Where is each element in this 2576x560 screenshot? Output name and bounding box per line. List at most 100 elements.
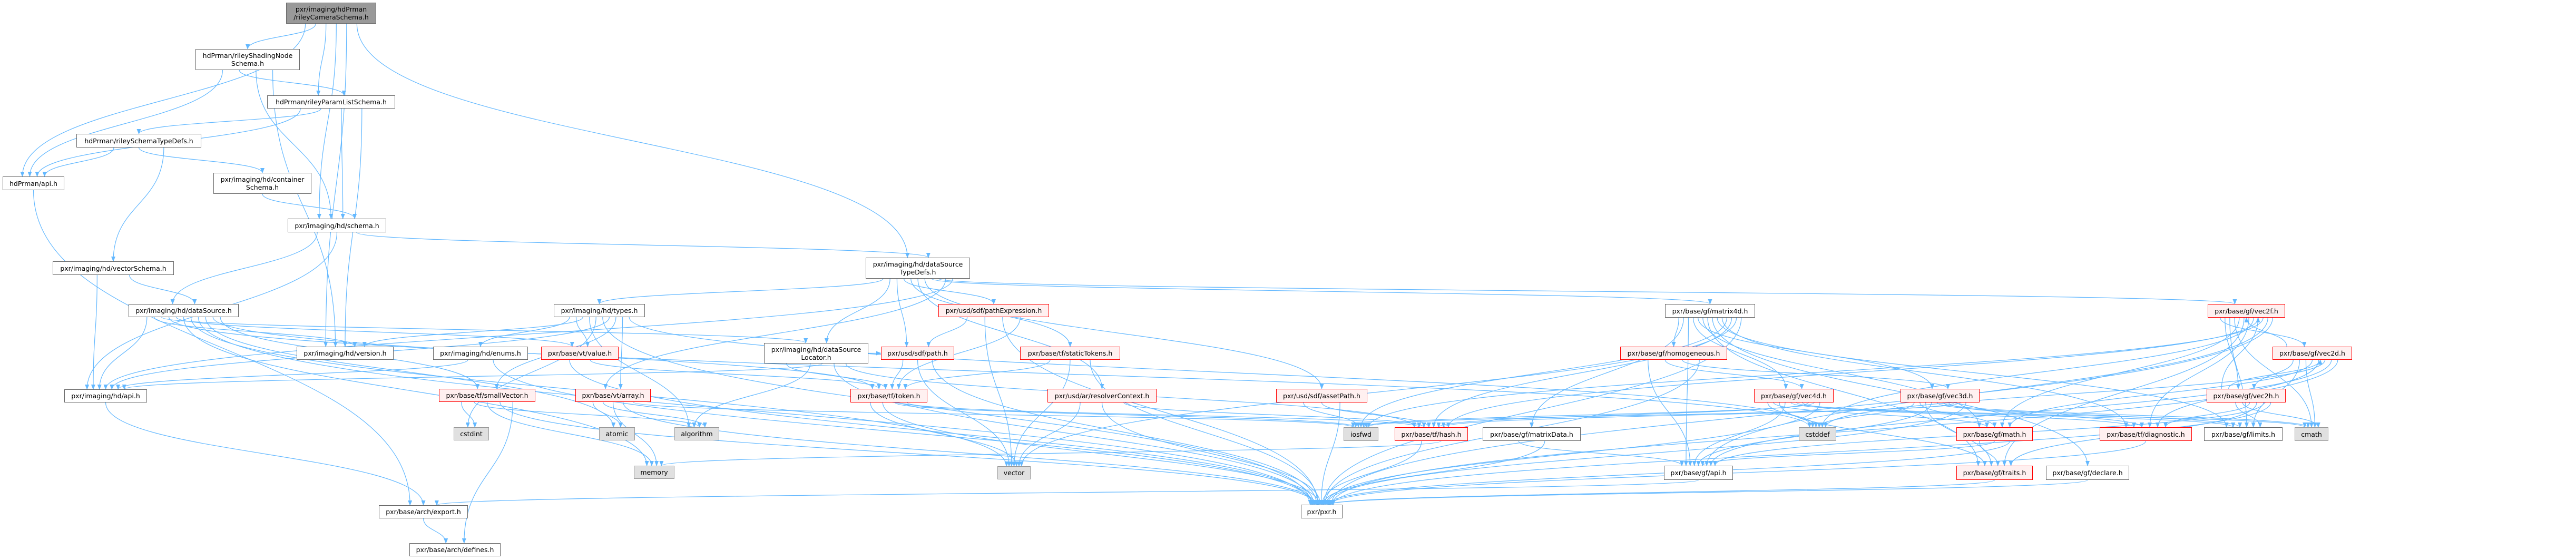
node-pxr-base-gf-vec2f-h[interactable]: pxr/base/gf/vec2f.h — [2208, 304, 2285, 318]
node-pxr-imaging-hd-types-h[interactable]: pxr/imaging/hd/types.h — [554, 304, 645, 317]
edge-pathExpr-to-vector — [984, 317, 1014, 467]
node-hdprman-api-h[interactable]: hdPrman/api.h — [3, 176, 64, 190]
edge-matrix4d-to-hash — [1432, 317, 1732, 428]
node-pxr-imaging-hdprman-rileycameraschema-h: pxr/imaging/hdPrman /rileyCameraSchema.h — [286, 3, 376, 24]
node-pxr-base-gf-limits-h[interactable]: pxr/base/gf/limits.h — [2204, 427, 2283, 441]
node-pxr-usd-sdf-path-h[interactable]: pxr/usd/sdf/path.h — [881, 347, 954, 360]
node-hdprman-rileyschematypedefs-h[interactable]: hdPrman/rileySchemaTypeDefs.h — [76, 134, 201, 148]
node-memory[interactable]: memory — [634, 466, 674, 479]
node-pxr-base-gf-math-h[interactable]: pxr/base/gf/math.h — [1956, 427, 2033, 441]
edge-smallVector-to-memory — [486, 401, 654, 466]
edge-types-to-version — [362, 317, 583, 347]
node-pxr-imaging-hd-api-h[interactable]: pxr/imaging/hd/api.h — [64, 389, 147, 402]
node-pxr-base-gf-homogeneous-h[interactable]: pxr/base/gf/homogeneous.h — [1620, 347, 1727, 360]
node-pxr-imaging-hd-datasource-h[interactable]: pxr/imaging/hd/dataSource.h — [129, 304, 239, 317]
node-pxr-base-arch-defines-h[interactable]: pxr/base/arch/defines.h — [409, 543, 501, 556]
edge-locator-to-pxr — [834, 363, 1316, 505]
edge-vec2h-to-diagnostic — [2163, 402, 2250, 428]
edge-shading-to-prmanApi — [27, 70, 223, 177]
edge-types-to-algorithm — [589, 317, 691, 428]
node-pxr-base-tf-token-h[interactable]: pxr/base/tf/token.h — [850, 389, 927, 402]
edge-smallVector-to-algorithm — [474, 401, 702, 428]
node-pxr-base-tf-statictokens-h[interactable]: pxr/base/tf/staticTokens.h — [1020, 347, 1120, 360]
edge-schema-to-dataSource — [170, 232, 318, 304]
edge-math-to-traits — [1978, 440, 2000, 466]
edge-dsTypeDefs-to-hdApi — [103, 278, 953, 390]
node-pxr-base-gf-declare-h[interactable]: pxr/base/gf/declare.h — [2046, 466, 2129, 480]
node-pxr-base-arch-export-h[interactable]: pxr/base/arch/export.h — [379, 505, 468, 518]
edge-vec2h-to-limits — [2235, 402, 2262, 428]
node-pxr-base-gf-vec2h-h[interactable]: pxr/base/gf/vec2h.h — [2207, 389, 2286, 402]
edge-matrixData-to-gfApi — [1518, 440, 1684, 466]
edge-dsTypeDefs-to-array — [603, 278, 946, 389]
edge-resolverContext-to-hash — [1123, 402, 1426, 428]
edge-math-to-gfApi — [1700, 440, 1995, 466]
node-pxr-base-gf-matrixdata-h[interactable]: pxr/base/gf/matrixData.h — [1483, 427, 1581, 441]
edge-export-to-defines — [423, 518, 448, 544]
node-cstdint[interactable]: cstdint — [454, 427, 489, 440]
edge-dsTypeDefs-to-vec2f — [938, 278, 2237, 304]
edge-prmanApi-to-export — [33, 190, 413, 506]
node-atomic[interactable]: atomic — [599, 427, 635, 440]
edge-typeDefs-to-vectorSchema — [111, 147, 164, 262]
node-hdprman-rileyparamlistschema-h[interactable]: hdPrman/rileyParamListSchema.h — [267, 95, 395, 109]
node-pxr-imaging-hd-datasourcetypedefs-h[interactable]: pxr/imaging/hd/dataSource TypeDefs.h — [866, 258, 970, 279]
node-pxr-base-tf-hash-h[interactable]: pxr/base/tf/hash.h — [1395, 427, 1468, 441]
edge-vec4d-to-diagnostic — [1802, 402, 2136, 428]
edge-diagnostic-to-pxr — [1328, 440, 2147, 505]
edge-vec2d-to-gfApi — [1709, 359, 2332, 466]
node-cstddef[interactable]: cstddef — [1799, 427, 1836, 441]
edge-matrix4d-to-homogeneous — [1671, 317, 1679, 347]
edge-gfApi-to-export — [435, 479, 1699, 506]
edge-dsTypeDefs-to-matrix4d — [931, 278, 1712, 304]
node-pxr-base-gf-vec2d-h[interactable]: pxr/base/gf/vec2d.h — [2273, 347, 2352, 360]
edge-sdfPath-to-pxr — [932, 359, 1319, 505]
edge-matrix4d-to-limits — [1717, 317, 2229, 428]
edge-vec3d-to-pxr — [1325, 402, 1966, 505]
edge-schema-to-dsTypeDefs — [356, 232, 931, 258]
node-algorithm[interactable]: algorithm — [674, 427, 719, 440]
node-pxr-base-tf-diagnostic-h[interactable]: pxr/base/tf/diagnostic.h — [2100, 427, 2192, 441]
node-pxr-imaging-hd-vectorschema-h[interactable]: pxr/imaging/hd/vectorSchema.h — [53, 261, 174, 275]
node-pxr-imaging-hd-schema-h[interactable]: pxr/imaging/hd/schema.h — [288, 219, 386, 232]
node-pxr-base-gf-api-h[interactable]: pxr/base/gf/api.h — [1664, 466, 1733, 480]
node-pxr-base-gf-vec3d-h[interactable]: pxr/base/gf/vec3d.h — [1901, 389, 1980, 402]
node-pxr-pxr-h[interactable]: pxr/pxr.h — [1301, 505, 1343, 518]
node-vector[interactable]: vector — [997, 466, 1031, 479]
node-pxr-base-gf-matrix4d-h[interactable]: pxr/base/gf/matrix4d.h — [1665, 304, 1755, 318]
node-pxr-base-vt-array-h[interactable]: pxr/base/vt/array.h — [575, 389, 651, 402]
node-pxr-base-gf-traits-h[interactable]: pxr/base/gf/traits.h — [1956, 466, 2033, 480]
edge-shading-to-schema — [256, 70, 334, 219]
edge-vec3d-to-cmath — [1942, 402, 2310, 428]
edge-vec2f-to-iosfwd — [1366, 317, 2264, 428]
node-pxr-base-vt-value-h[interactable]: pxr/base/vt/value.h — [541, 347, 619, 360]
edge-token-to-vector — [870, 402, 1019, 467]
node-pxr-imaging-hd-containerschema-h[interactable]: pxr/imaging/hd/container Schema.h — [213, 173, 311, 194]
node-pxr-imaging-hd-version-h[interactable]: pxr/imaging/hd/version.h — [297, 347, 394, 360]
node-pxr-imaging-hd-enums-h[interactable]: pxr/imaging/hd/enums.h — [433, 347, 528, 360]
node-hdprman-rileyshadingnodeschema-h[interactable]: hdPrman/rileyShadingNode Schema.h — [195, 49, 300, 70]
edge-root-to-shading — [246, 23, 316, 50]
node-iosfwd[interactable]: iosfwd — [1344, 427, 1378, 441]
edge-declare-to-pxr — [1327, 479, 2088, 505]
edge-pathExpr-to-pxr — [1002, 317, 1320, 505]
node-pxr-usd-sdf-pathexpression-h[interactable]: pxr/usd/sdf/pathExpression.h — [938, 304, 1049, 317]
edge-smallVector-to-cstdint — [461, 401, 477, 428]
edge-traits-to-pxr — [1327, 479, 1995, 505]
node-pxr-base-tf-smallvector-h[interactable]: pxr/base/tf/smallVector.h — [439, 389, 535, 402]
edge-locator-to-algorithm — [692, 363, 811, 428]
node-cmath[interactable]: cmath — [2295, 427, 2328, 441]
node-pxr-base-gf-vec4d-h[interactable]: pxr/base/gf/vec4d.h — [1754, 389, 1834, 402]
edge-vec2f-to-pxr — [1329, 317, 2273, 505]
node-pxr-imaging-hd-datasourcelocator-h[interactable]: pxr/imaging/hd/dataSource Locator.h — [764, 343, 868, 363]
edge-homogeneous-to-vec3d — [1682, 359, 1950, 389]
edge-matrix4d-to-iosfwd — [1359, 317, 1728, 428]
edge-dsTypeDefs-to-pathExpr — [904, 278, 996, 304]
edge-root-to-dsTypeDefs — [356, 23, 910, 258]
node-pxr-usd-ar-resolvercontext-h[interactable]: pxr/usd/ar/resolverContext.h — [1047, 389, 1157, 402]
edge-hash-to-memory — [659, 440, 1442, 466]
edge-types-to-enums — [478, 317, 570, 347]
edge-token-to-hash — [907, 402, 1421, 428]
node-pxr-usd-sdf-assetpath-h[interactable]: pxr/usd/sdf/assetPath.h — [1276, 389, 1367, 402]
edge-paramList-to-schema — [340, 108, 345, 219]
